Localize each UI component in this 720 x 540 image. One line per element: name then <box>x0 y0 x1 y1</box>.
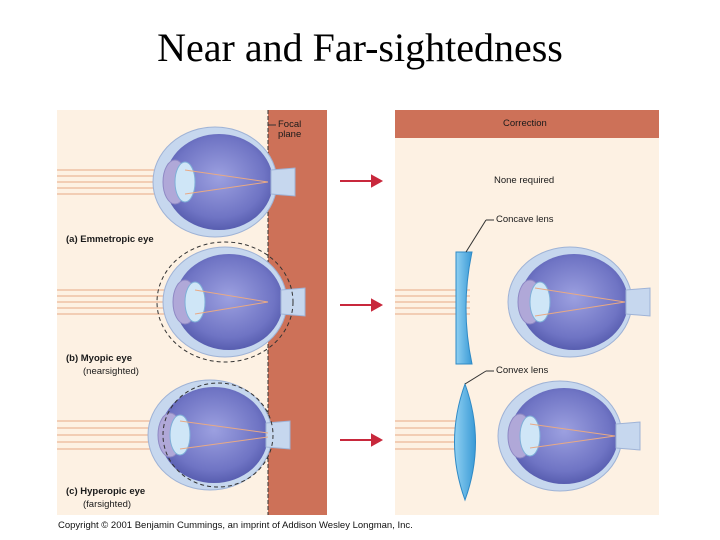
emmetropic-label: (a) Emmetropic eye <box>66 234 154 245</box>
copyright-text: Copyright © 2001 Benjamin Cummings, an i… <box>58 520 413 531</box>
correction-label: Correction <box>503 118 547 129</box>
concave-lens-icon <box>455 251 473 365</box>
slide-title: Near and Far-sightedness <box>157 25 563 70</box>
transition-arrows <box>340 174 384 447</box>
none-required-label: None required <box>494 175 555 186</box>
convex-lens-label: Convex lens <box>496 365 549 376</box>
myopic-label: (b) Myopic eye <box>66 353 132 364</box>
hyperopic-label: (c) Hyperopic eye <box>66 486 146 497</box>
convex-lens-icon <box>454 382 476 502</box>
correction-bar <box>395 110 659 138</box>
hyperopic-sublabel: (farsighted) <box>83 499 132 510</box>
myopic-sublabel: (nearsighted) <box>83 366 139 377</box>
concave-lens-label: Concave lens <box>496 214 554 225</box>
